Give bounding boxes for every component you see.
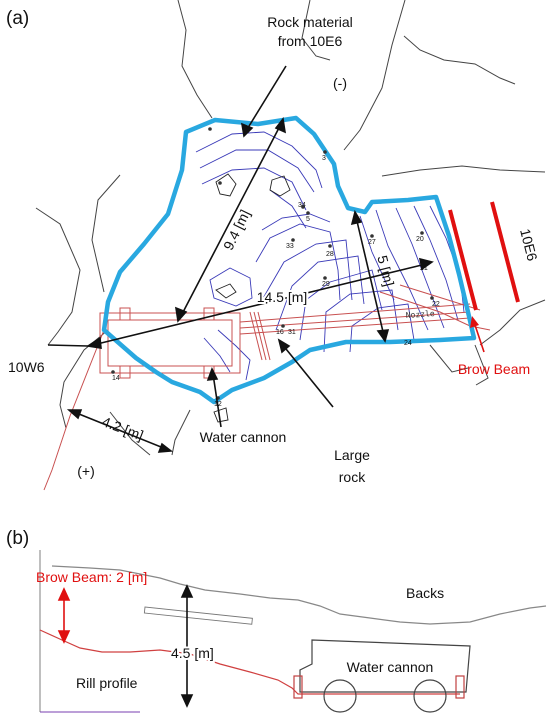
survey-number: 16 [276, 329, 284, 336]
brow-bar-section [143, 606, 253, 625]
nozzle-label: Nozzle [406, 309, 436, 320]
boulder-symbols [213, 173, 291, 423]
brow-beam-bar-inner [448, 209, 478, 311]
survey-number: 3 [322, 155, 326, 162]
survey-number: 33 [286, 243, 294, 250]
survey-number: 34 [298, 202, 306, 209]
minus-sign: (-) [333, 75, 347, 91]
survey-number: 27 [368, 239, 376, 246]
label-10W6: 10W6 [8, 359, 45, 375]
rill-profile-line [39, 629, 460, 695]
plus-sign: (+) [77, 463, 95, 479]
survey-number: 14 [112, 375, 120, 382]
dimension-4-2-label: 4.2 [m] [100, 413, 146, 443]
brow-beam-height-label: Brow Beam: 2 [m] [36, 569, 147, 585]
survey-number: 5 [306, 216, 310, 223]
water-cannon-label-b: Water cannon [347, 659, 434, 675]
dimension-arrows [47, 65, 434, 453]
survey-number: 24 [404, 340, 412, 347]
brow-beam-label: Brow Beam [458, 361, 530, 377]
height-4-5-label: 4.5 [m] [171, 645, 214, 661]
large-rock-label: rock [339, 469, 366, 485]
panel-b-label: (b) [6, 528, 29, 549]
survey-number: 29 [322, 281, 330, 288]
muck-pile-boundary [101, 115, 477, 405]
brow-beam-height-arrow [57, 587, 71, 644]
large-rock-label: Large [334, 447, 370, 463]
dimension-9-4-label: 9.4 [m] [220, 207, 253, 252]
label-10E6: 10E6 [517, 227, 540, 263]
rock-material-label: Rock material [267, 14, 353, 30]
dimension-14-5-label: 14.5 [m] [257, 289, 308, 305]
survey-number: 22 [432, 301, 440, 308]
brow-beam-pointer [470, 316, 485, 353]
survey-number: 28 [326, 251, 334, 258]
backs-profile [51, 565, 547, 625]
backs-label: Backs [406, 585, 444, 601]
water-cannon-side-view [293, 639, 471, 713]
rill-profile-label: Rill profile [76, 675, 138, 691]
panel-a-label: (a) [6, 8, 29, 29]
brow-beam-bar-outer [490, 201, 520, 303]
dimension-5-label: 5 [m] [374, 254, 397, 288]
rock-material-label: from 10E6 [278, 33, 343, 49]
survey-number: 31 [288, 329, 296, 336]
survey-number: 20 [416, 236, 424, 243]
height-4-5-arrow [180, 584, 194, 708]
drift-outlines [35, 0, 546, 456]
water-cannon-label: Water cannon [200, 429, 287, 445]
